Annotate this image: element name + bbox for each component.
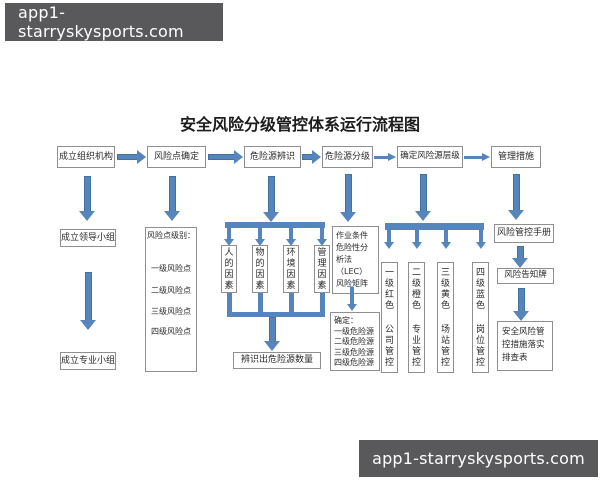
flow-arrow-down-icon — [164, 176, 180, 221]
watermark-footer: app1-starryskysports.com — [359, 440, 598, 477]
risk-point-level-item: 三级风险点 — [151, 306, 191, 316]
merge-bar — [227, 312, 325, 317]
hazard-determination-header: 确定： — [334, 316, 358, 325]
leader-group-box: 成立领导小组 — [60, 229, 116, 247]
step-risk-point-determination: 风险点确定 — [147, 146, 206, 168]
control-level-1-box: 一级红色 公司管控 — [381, 262, 398, 373]
flow-arrow-down-icon — [286, 228, 296, 246]
flow-arrow-down-icon — [317, 228, 327, 246]
step-hazard-identification: 危险源辨识 — [244, 146, 301, 168]
hazard-level-item: 二级危险源 — [334, 337, 374, 346]
flow-arrow-down-icon — [476, 230, 486, 249]
flow-arrow-down-icon — [340, 174, 356, 222]
hazard-level-item: 三级危险源 — [334, 347, 374, 357]
step-management-measures: 管理措施 — [491, 146, 541, 168]
flow-arrow-down-icon — [512, 246, 528, 268]
hazard-level-item: 一级危险源 — [334, 326, 374, 336]
professional-group-box: 成立专业小组 — [60, 352, 116, 370]
connector-line — [227, 293, 232, 317]
branch-bar — [385, 223, 484, 230]
step-hazard-grading: 危险源分级 — [322, 146, 373, 168]
factor-object-box: 物的因素 — [252, 245, 268, 293]
flow-arrow-down-icon — [224, 228, 234, 246]
step-determine-risk-tier: 确定风险源层级 — [397, 146, 463, 168]
flow-arrow-right-icon — [464, 152, 490, 162]
flow-arrow-down-icon — [441, 230, 451, 249]
flow-arrow-down-icon — [80, 272, 96, 330]
flow-arrow-down-icon — [415, 174, 431, 221]
factor-management-box: 管理因素 — [314, 245, 330, 293]
risk-point-level-item: 一级风险点 — [151, 264, 191, 274]
control-manual-box: 风险管控手册 — [494, 224, 554, 243]
factor-human-box: 人的因素 — [221, 245, 237, 293]
watermark-header: app1-starryskysports.com — [5, 3, 223, 41]
hazard-determination-box: 确定： 一级危险源 二级危险源 三级危险源 四级危险源 — [330, 312, 380, 371]
flow-arrow-down-icon — [79, 176, 95, 221]
flow-arrow-right-icon — [117, 150, 146, 164]
flow-arrow-down-icon — [513, 288, 529, 321]
risk-point-level-header: 风险点级别： — [147, 231, 195, 240]
branch-bar — [225, 222, 325, 228]
flow-arrow-right-icon — [302, 150, 321, 164]
factor-environment-box: 环境因素 — [283, 245, 299, 293]
risk-notice-board-box: 风险告知牌 — [497, 268, 554, 284]
flow-arrow-down-icon — [263, 176, 279, 222]
flow-arrow-down-icon — [347, 287, 357, 311]
flow-arrow-down-icon — [255, 228, 265, 246]
risk-point-level-item: 二级风险点 — [151, 286, 191, 296]
step-setup-organization: 成立组织机构 — [57, 146, 115, 168]
flow-arrow-down-icon — [412, 230, 422, 249]
flow-arrow-right-icon — [374, 152, 396, 162]
checklist-box: 安全风险管控措施落实排查表 — [497, 321, 553, 371]
hazard-level-item: 四级危险源 — [334, 358, 374, 367]
control-level-2-box: 二级橙色 专业管控 — [408, 262, 425, 373]
connector-line — [320, 293, 325, 317]
risk-point-level-item: 四级风险点 — [151, 326, 191, 336]
lec-method-box: 作业条件 危险性分 析法 （LEC） 风险矩阵 — [332, 226, 379, 294]
page-title: 安全风险分级管控体系运行流程图 — [179, 115, 420, 134]
control-level-3-box: 三级黄色 场站管控 — [437, 262, 454, 373]
flow-arrow-down-icon — [264, 317, 280, 351]
identify-result-box: 辨识出危险源数量 — [233, 352, 321, 369]
flow-arrow-down-icon — [384, 230, 394, 249]
connector-line — [258, 293, 263, 317]
control-level-4-box: 四级蓝色 岗位管控 — [472, 262, 489, 373]
risk-point-level-box: 风险点级别： 一级风险点 二级风险点 三级风险点 四级风险点 — [145, 227, 197, 372]
connector-line — [289, 293, 294, 317]
flow-arrow-down-icon — [508, 174, 524, 220]
flow-arrow-right-icon — [208, 150, 243, 164]
